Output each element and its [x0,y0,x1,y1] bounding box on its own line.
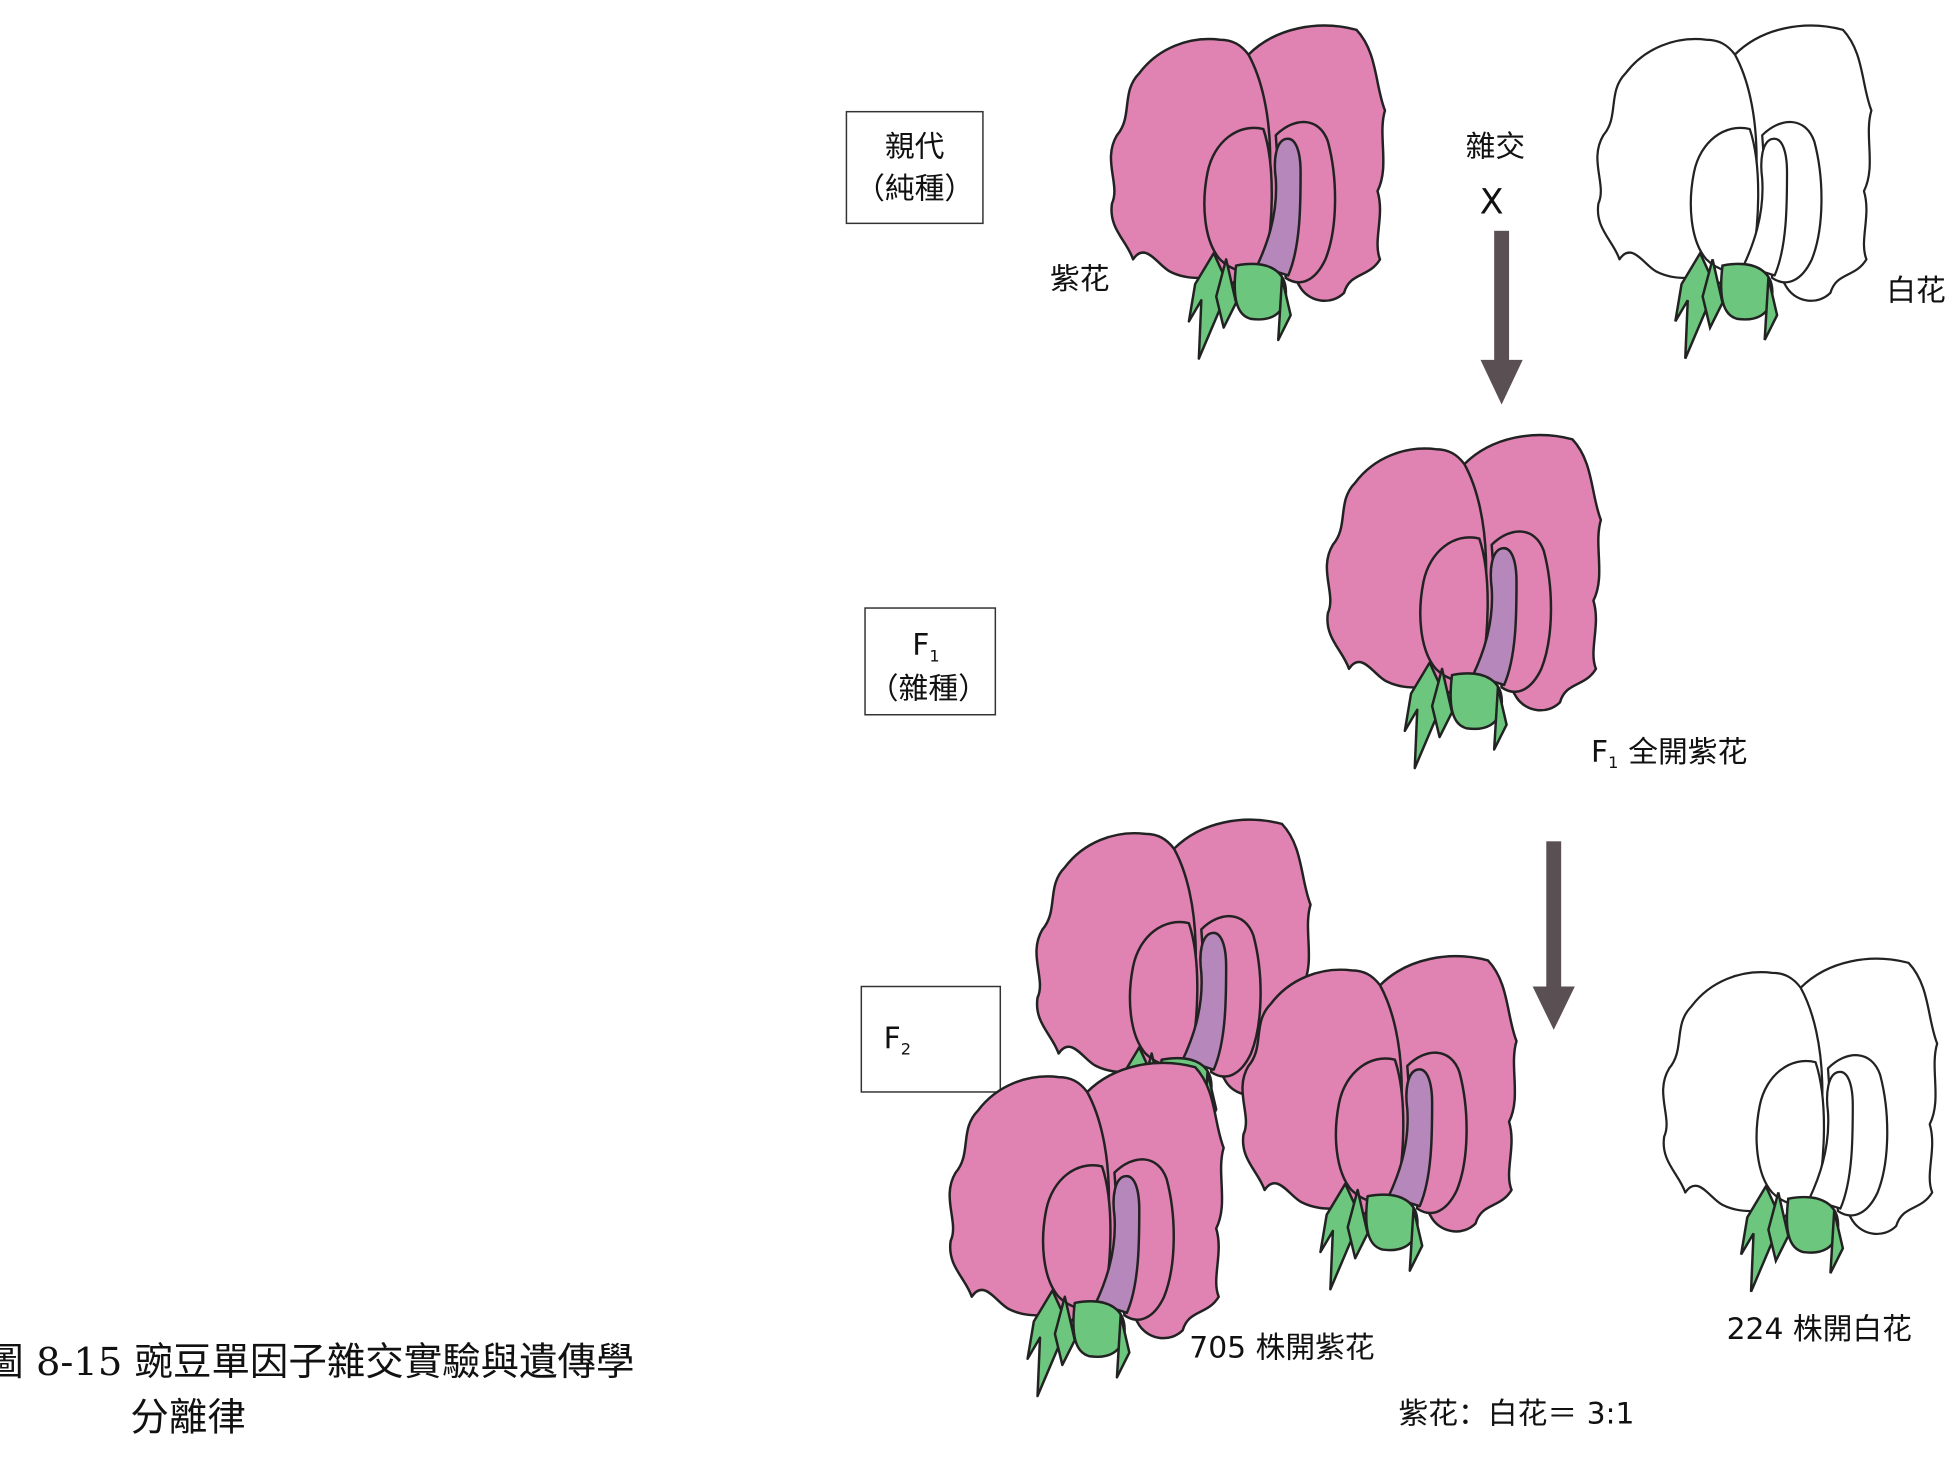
cross-symbol: X [1480,182,1504,222]
arrow-down-icon [1480,230,1523,405]
cross-label: 雜交 [1466,129,1526,164]
purple-flower-label: 紫花 [1050,262,1110,297]
white-flower-label: 白花 [1886,273,1946,308]
figure-caption: 圖 8-15 豌豆單因子雜交實驗與遺傳學 [0,1340,634,1385]
figure-caption-line2: 分離律 [130,1396,245,1441]
f1-label: F1 [912,628,939,665]
f2-purple-flower [1241,955,1518,1291]
f2-label: F2 [884,1022,911,1059]
parent-purple-flower [1109,24,1387,360]
ratio-label: 紫花：白花＝ 3:1 [1399,1396,1635,1431]
f2-label-box: F2 [860,985,1002,1093]
purple-count-label: 705 株開紫花 [1189,1331,1374,1366]
parent-label-box: 親代 （純種） [845,110,984,225]
white-count-label: 224 株開白花 [1727,1312,1912,1347]
f2-purple-flower [948,1061,1225,1398]
parent-label: 親代 [885,129,945,164]
parent-white-flower [1596,24,1873,360]
f1-purple-flower [1325,433,1603,770]
purebred-label: （純種） [855,172,974,207]
arrow-down-icon [1532,841,1575,1030]
f1-label-box: F1 （雜種） [864,607,997,716]
hybrid-label: （雜種） [869,672,988,707]
f2-white-flower [1661,957,1939,1293]
